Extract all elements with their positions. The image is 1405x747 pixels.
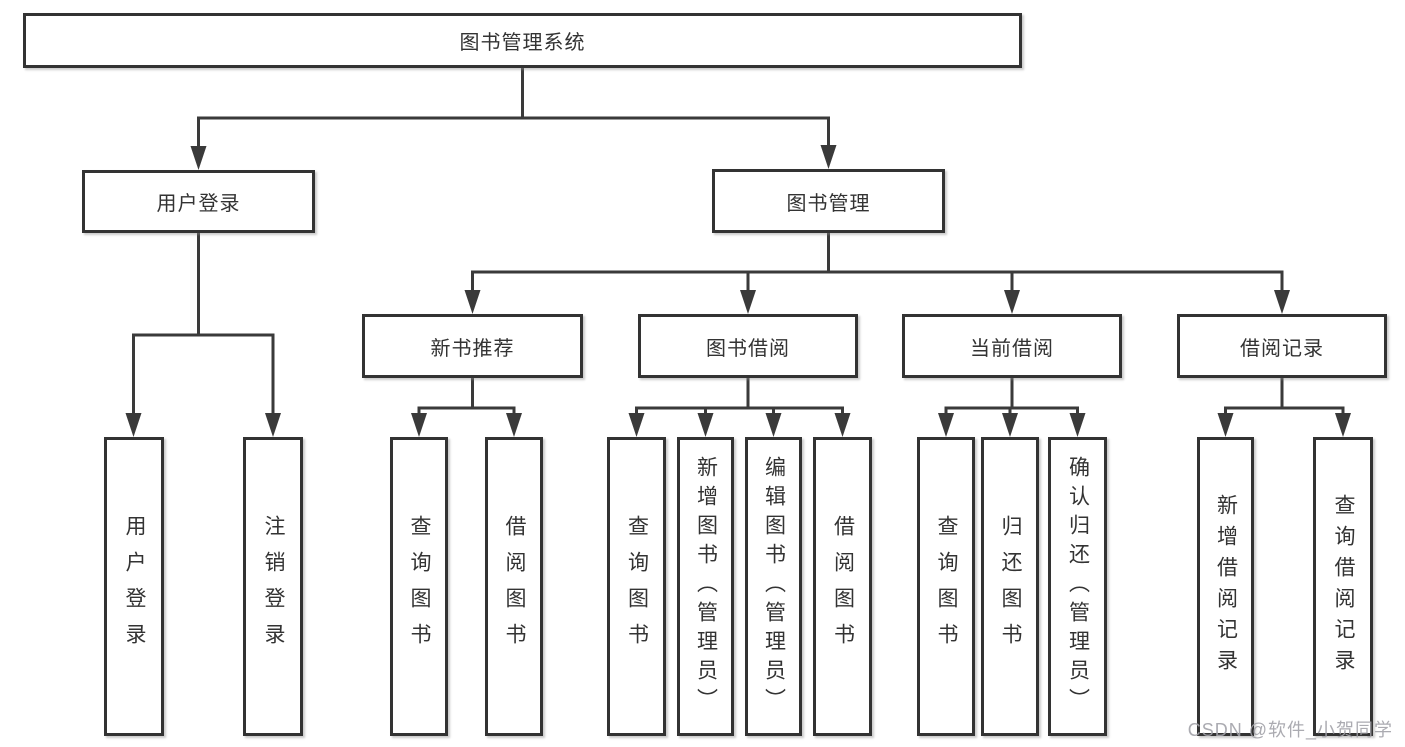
leaf-logout: 注销登录: [243, 437, 303, 736]
node-label: 借阅图书: [831, 514, 855, 659]
node-label: 当前借阅: [970, 337, 1054, 360]
node-label: 图书管理: [786, 192, 871, 215]
node-user-login: 用户登录: [82, 170, 315, 233]
node-book-borrowing: 图书借阅: [638, 314, 858, 378]
leaf-borrow-books-recommend: 借阅图书: [485, 437, 543, 736]
arrow-down-icon: [411, 413, 427, 437]
arrow-down-icon: [765, 413, 782, 437]
leaf-confirm-return-admin: 确认归还（管理员）: [1048, 437, 1107, 736]
node-label: 查询图书: [935, 514, 958, 659]
arrow-down-icon: [938, 413, 954, 437]
node-new-book-recommendation: 新书推荐: [362, 314, 583, 378]
node-label: 查询图书: [625, 514, 649, 659]
node-label: 用户登录: [123, 514, 146, 659]
arrow-down-icon: [834, 413, 851, 437]
node-label: 新增借阅记录: [1214, 493, 1238, 680]
arrow-down-icon: [464, 290, 481, 314]
node-label: 查询图书: [408, 514, 431, 659]
arrow-down-icon: [1004, 290, 1020, 314]
arrow-down-icon: [1069, 413, 1086, 437]
node-label: 新书推荐: [430, 337, 515, 360]
leaf-edit-book-admin: 编辑图书（管理员）: [745, 437, 802, 736]
node-current-borrowing: 当前借阅: [902, 314, 1122, 378]
node-label: 新增图书（管理员）: [694, 456, 718, 717]
node-label: 借阅图书: [503, 514, 526, 659]
node-label: 图书管理系统: [459, 32, 586, 54]
arrow-down-icon: [265, 413, 281, 437]
leaf-borrow-books-borrowing: 借阅图书: [813, 437, 872, 736]
node-label: 用户登录: [156, 193, 241, 215]
arrow-down-icon: [190, 146, 207, 170]
leaf-user-login: 用户登录: [104, 437, 164, 736]
leaf-add-book-admin: 新增图书（管理员）: [677, 437, 734, 736]
arrow-down-icon: [125, 413, 142, 437]
node-label: 借阅记录: [1240, 337, 1324, 360]
node-label: 确认归还（管理员）: [1066, 456, 1090, 717]
leaf-query-borrow-record: 查询借阅记录: [1313, 437, 1373, 736]
leaf-return-books: 归还图书: [981, 437, 1039, 736]
arrow-down-icon: [1274, 290, 1290, 314]
leaf-add-borrow-record: 新增借阅记录: [1197, 437, 1254, 736]
arrow-down-icon: [1335, 413, 1351, 437]
node-label: 注销登录: [262, 514, 285, 659]
arrow-down-icon: [628, 413, 645, 437]
node-label: 归还图书: [999, 514, 1022, 659]
leaf-query-books-borrowing: 查询图书: [607, 437, 666, 736]
arrow-down-icon: [506, 413, 522, 437]
arrow-down-icon: [1217, 413, 1234, 437]
arrow-down-icon: [820, 145, 837, 169]
node-book-management: 图书管理: [712, 169, 945, 233]
arrow-down-icon: [697, 413, 714, 437]
arrow-down-icon: [740, 290, 756, 314]
node-borrowing-records: 借阅记录: [1177, 314, 1387, 378]
watermark-text: CSDN @软件_小贺同学: [1187, 720, 1393, 740]
node-root: 图书管理系统: [23, 13, 1022, 68]
node-label: 图书借阅: [706, 337, 790, 360]
leaf-query-books-current: 查询图书: [917, 437, 975, 736]
leaf-query-books-recommend: 查询图书: [390, 437, 448, 736]
arrow-down-icon: [1002, 413, 1018, 437]
node-label: 查询借阅记录: [1332, 493, 1355, 680]
node-label: 编辑图书（管理员）: [762, 456, 786, 717]
